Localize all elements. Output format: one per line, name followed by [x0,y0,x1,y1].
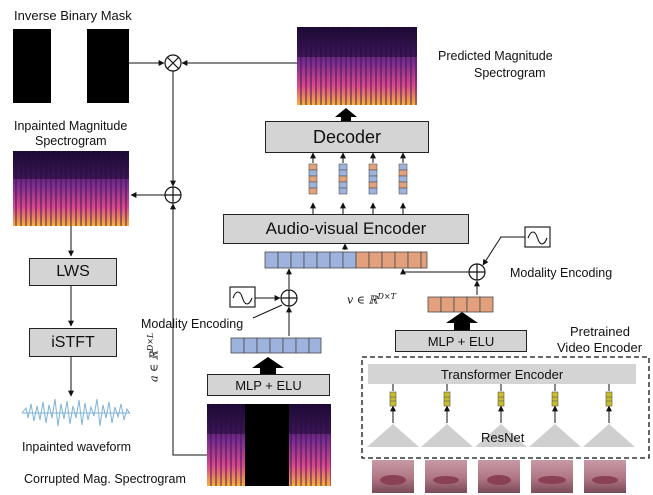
corrupted-spectrogram-label: Corrupted Mag. Spectrogram [24,472,186,486]
video-encoder-container [361,356,650,459]
resnet-blocks [367,424,635,447]
corrupted-spectrogram-image [207,404,331,486]
modality-encoding-video-label: Modality Encoding [510,266,613,280]
pretrained-label-line2: Video Encoder [557,340,643,355]
audio-dimension-text: a ∈ ℝ [147,351,161,382]
pretrained-label-line1: Pretrained [570,324,630,339]
sine-wave-icon-audio [229,286,256,308]
mlp-audio-block: MLP + ELU [207,374,330,396]
audio-visual-encoder-block: Audio-visual Encoder [223,214,469,244]
resnet-label: ResNet [481,430,525,445]
sine-wave-icon-video [524,226,551,248]
lws-block: LWS [29,258,117,286]
video-frames [372,460,626,493]
add-icon-video-modality [468,263,486,281]
predicted-spectrogram-label-line2: Spectrogram [474,66,546,80]
decoder-block: Decoder [265,121,429,153]
predicted-spectrogram-label-line1: Predicted Magnitude [438,49,553,63]
audio-visual-token-sequence [264,251,428,269]
inpainted-waveform-label: Inpainted waveform [22,440,132,454]
frame-token-stacks [389,391,613,407]
transformer-encoder-block: Transformer Encoder [368,364,636,384]
modality-encoding-audio-label: Modality Encoding [141,317,244,331]
video-dimension-label: v ∈ ℝD×T [347,292,396,307]
inpainted-spectrogram-label-line2: Spectrogram [35,134,107,148]
video-dimension-sup: D×T [377,292,396,301]
audio-token-row [230,337,322,354]
istft-block: iSTFT [29,328,117,357]
inpainted-spectrogram-label-line1: Inpainted Magnitude [14,119,128,133]
add-icon-audio-modality [280,289,298,307]
video-dimension-text: v ∈ ℝ [347,293,378,307]
inverse-mask-image [13,29,129,103]
inverse-mask-label: Inverse Binary Mask [14,8,132,23]
connector-lines [68,60,612,456]
predicted-spectrogram-image [297,27,417,105]
multiply-icon [164,54,182,72]
audio-dimension-label: a ∈ ℝD×L [146,333,161,382]
video-token-row [427,296,494,313]
inpainted-spectrogram-image [13,151,129,226]
audio-dimension-sup: D×L [146,332,155,352]
encoded-token-stacks [308,163,408,195]
block-arrows [252,108,478,374]
mlp-video-block: MLP + ELU [395,330,527,352]
add-icon-left [164,186,182,204]
inpainted-waveform-image [21,398,131,427]
